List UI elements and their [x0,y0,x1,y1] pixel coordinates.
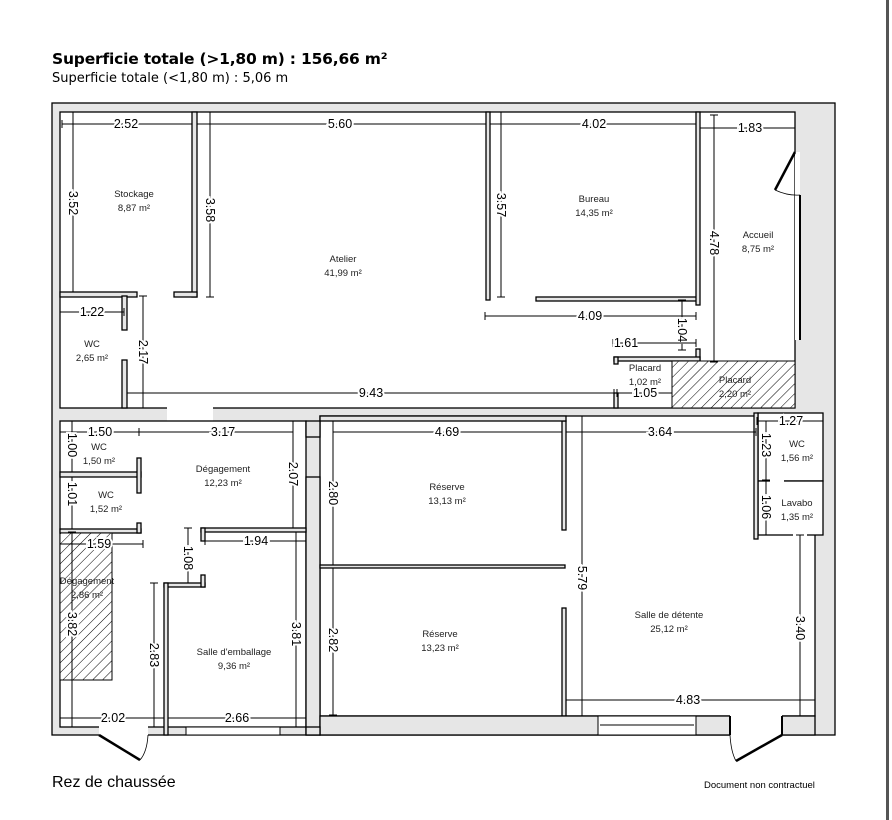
dimension-label: 3.17 [211,425,235,439]
room-name: WC [91,442,107,453]
dimension-label: 4.83 [676,693,700,707]
room-area: 1,02 m² [629,377,661,388]
wall-stockage-right [191,111,198,298]
dimension-label: 1.59 [87,537,111,551]
degagement-hatched [59,532,113,681]
room-area: 8,87 m² [118,203,150,214]
disclaimer-text: Document non contractuel [704,780,815,791]
dimension-label: 1.08 [181,546,195,570]
room-name: Lavabo [781,498,812,509]
bottom-left-window [185,726,281,736]
room-area: 2,65 m² [76,353,108,364]
bottom-left-door [98,733,141,762]
room-name: Atelier [330,254,357,265]
room-area: 9,36 m² [218,661,250,672]
lavabo [757,480,824,536]
room-name: Réserve [422,629,457,640]
dimension-label: 1.27 [779,414,803,428]
room-area: 12,23 m² [204,478,242,489]
room-area: 1,56 m² [781,453,813,464]
room-name: Réserve [429,482,464,493]
dimension-label: 1.04 [675,318,689,342]
room-name: Placard [719,375,751,386]
room-area: 13,13 m² [428,496,466,507]
dimension-label: 4.78 [707,231,721,255]
dimension-label: 1.06 [759,495,773,519]
total-area-title: Superficie totale (>1,80 m) : 156,66 m² [52,50,388,68]
low-ceiling-area-subtitle: Superficie totale (<1,80 m) : 5,06 m [52,71,289,86]
room-area: 41,99 m² [324,268,362,279]
dimension-label: 2.83 [147,643,161,667]
room-name: Placard [629,363,661,374]
dimension-label: 1.94 [244,534,268,548]
wall-bureau-left [485,111,491,301]
dimension-label: 1.01 [65,482,79,506]
room-area: 1,52 m² [90,504,122,515]
dimension-lines: 2.52 5.60 4.02 1.83 3.52 3.58 3.57 4.78 1.22 2.17… [59,111,824,728]
dimension-label: 1.83 [738,121,762,135]
dimension-label: 1.50 [88,425,112,439]
room-area: 25,12 m² [650,624,688,635]
dimension-label: 3.81 [289,622,303,646]
room-name: WC [84,339,100,350]
room-name: Salle d'emballage [197,647,272,658]
dimension-label: 2.82 [326,628,340,652]
dimension-label: 3.52 [66,191,80,215]
room-area: 2,20 m² [719,389,751,400]
dimension-label: 1.22 [80,305,104,319]
room-name: Salle de détente [635,610,704,621]
room-name: Stockage [114,189,154,200]
door-opening [167,405,213,423]
dimension-label: 3.64 [648,425,672,439]
dimension-label: 3.82 [65,612,79,636]
dimension-label: 3.40 [793,616,807,640]
room-name: Dégagement [60,576,115,587]
dimension-label: 3.57 [494,193,508,217]
dimension-label: 4.69 [435,425,459,439]
room-area: 1,35 m² [781,512,813,523]
page-edge-divider [886,0,889,820]
dimension-label: 4.09 [578,309,602,323]
bottom-right-door [735,733,783,763]
floor-level-label: Rez de chaussée [52,774,176,791]
dimension-label: 1.05 [633,386,657,400]
room-area: 13,23 m² [421,643,459,654]
entrance-door [773,151,797,191]
dimension-label: 5.60 [328,117,352,131]
walls [51,102,836,763]
dimension-label: 4.02 [582,117,606,131]
room-name: Accueil [743,230,774,241]
wc-right [757,412,824,482]
room-labels: Stockage 8,87 m² Atelier 41,99 m² Bureau 14,3… [60,189,813,672]
reserve-divider [319,564,566,569]
dimension-label: 5.79 [575,566,589,590]
dimension-label: 2.07 [286,462,300,486]
room-area: 8,75 m² [742,244,774,255]
wall-bureau-bottom [535,296,700,302]
dimension-label: 2.02 [101,711,125,725]
placard-hatched [671,360,796,409]
dimension-label: 1.61 [614,336,638,350]
dimension-label: 9.43 [359,386,383,400]
dimension-label: 2.52 [114,117,138,131]
room-name: WC [98,490,114,501]
dimension-label: 1.00 [65,433,79,457]
dimension-label: 2.66 [225,711,249,725]
room-name: Bureau [579,194,610,205]
room-area: 14,35 m² [575,208,613,219]
room-name: WC [789,439,805,450]
room-area: 2,86 m² [71,590,103,601]
room-area: 1,50 m² [83,456,115,467]
dimension-label: 2.80 [326,481,340,505]
dimension-label: 2.17 [136,340,150,364]
dimension-label: 3.58 [203,198,217,222]
dimension-label: 1.23 [759,433,773,457]
room-name: Dégagement [196,464,251,475]
